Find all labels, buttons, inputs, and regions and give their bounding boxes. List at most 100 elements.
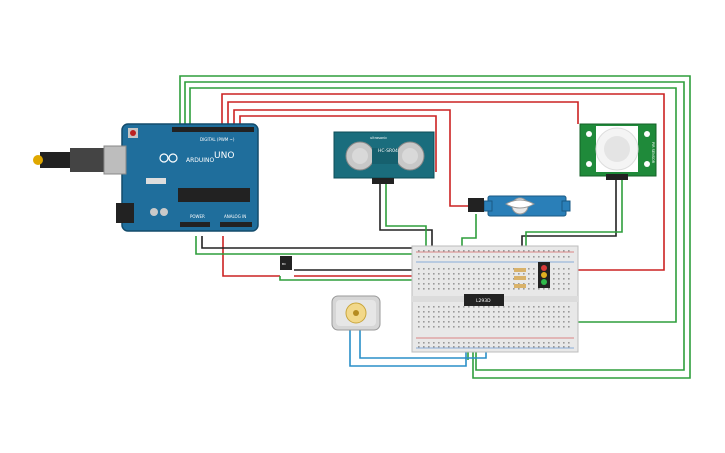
breadboard-hole <box>478 321 480 323</box>
led-yellow <box>541 272 547 278</box>
breadboard-hole <box>563 250 565 252</box>
breadboard-hole <box>448 268 450 270</box>
breadboard-hole <box>463 311 465 313</box>
breadboard-hole <box>528 288 530 290</box>
breadboard-hole <box>453 250 455 252</box>
breadboard-hole <box>513 316 515 318</box>
breadboard-hole <box>533 250 535 252</box>
breadboard-hole <box>503 283 505 285</box>
breadboard-hole <box>423 306 425 308</box>
breadboard-hole <box>558 326 560 328</box>
breadboard-hole <box>438 288 440 290</box>
analog-header <box>220 222 252 227</box>
breadboard-hole <box>453 273 455 275</box>
breadboard-hole <box>468 283 470 285</box>
top-wires <box>179 75 691 379</box>
wire-green-outer <box>179 75 691 379</box>
breadboard-hole <box>428 342 430 344</box>
breadboard-hole <box>558 311 560 313</box>
wire-red-1 <box>221 93 665 271</box>
breadboard-hole <box>448 283 450 285</box>
breadboard-hole <box>428 273 430 275</box>
breadboard-hole <box>523 326 525 328</box>
breadboard-hole <box>523 342 525 344</box>
breadboard-hole <box>418 346 420 348</box>
breadboard-hole <box>488 346 490 348</box>
breadboard-hole <box>443 278 445 280</box>
breadboard-hole <box>533 321 535 323</box>
power-jack <box>116 203 134 223</box>
breadboard-hole <box>498 321 500 323</box>
breadboard-hole <box>433 283 435 285</box>
breadboard-hole <box>498 256 500 258</box>
breadboard-hole <box>523 283 525 285</box>
pir-label: PIR SENSOR <box>651 142 655 164</box>
breadboard-hole <box>468 273 470 275</box>
breadboard-hole <box>533 268 535 270</box>
breadboard-hole <box>448 288 450 290</box>
breadboard-hole <box>538 306 540 308</box>
motor-driver-ic: L293D <box>464 294 504 306</box>
breadboard-hole <box>513 342 515 344</box>
breadboard-hole <box>478 268 480 270</box>
breadboard-hole <box>453 288 455 290</box>
breadboard-hole <box>498 250 500 252</box>
breadboard-hole <box>488 321 490 323</box>
breadboard-hole <box>483 316 485 318</box>
breadboard-hole <box>448 273 450 275</box>
wire-red-3 <box>233 109 470 207</box>
breadboard-hole <box>458 321 460 323</box>
breadboard-hole <box>483 342 485 344</box>
breadboard-hole <box>483 326 485 328</box>
breadboard-hole <box>468 342 470 344</box>
breadboard-hole <box>563 326 565 328</box>
breadboard-hole <box>538 250 540 252</box>
breadboard-hole <box>458 342 460 344</box>
breadboard-hole <box>553 311 555 313</box>
breadboard-hole <box>418 256 420 258</box>
breadboard-hole <box>473 268 475 270</box>
breadboard-hole <box>438 283 440 285</box>
usb-cable-end <box>40 152 70 168</box>
breadboard-hole <box>493 278 495 280</box>
breadboard-hole <box>463 306 465 308</box>
breadboard-hole <box>463 250 465 252</box>
breadboard-hole <box>473 316 475 318</box>
breadboard-hole <box>498 306 500 308</box>
breadboard-hole <box>483 250 485 252</box>
breadboard-hole <box>478 306 480 308</box>
breadboard-hole <box>443 311 445 313</box>
breadboard-hole <box>518 306 520 308</box>
breadboard-hole <box>478 311 480 313</box>
breadboard-hole <box>513 306 515 308</box>
breadboard-hole <box>548 346 550 348</box>
breadboard-hole <box>428 321 430 323</box>
breadboard-hole <box>443 346 445 348</box>
ultrasonic-model: HC-SR04 <box>378 148 398 154</box>
breadboard-hole <box>463 288 465 290</box>
breadboard-hole <box>458 268 460 270</box>
breadboard-hole <box>428 250 430 252</box>
breadboard-hole <box>468 256 470 258</box>
breadboard-hole <box>443 268 445 270</box>
breadboard-hole <box>458 306 460 308</box>
breadboard-hole <box>553 346 555 348</box>
breadboard-hole <box>463 268 465 270</box>
breadboard-hole <box>553 256 555 258</box>
breadboard-hole <box>423 250 425 252</box>
breadboard-hole <box>468 311 470 313</box>
breadboard-hole <box>448 278 450 280</box>
breadboard-hole <box>558 342 560 344</box>
breadboard-hole <box>423 346 425 348</box>
breadboard-hole <box>453 283 455 285</box>
breadboard-hole <box>448 342 450 344</box>
breadboard-hole <box>538 316 540 318</box>
breadboard-hole <box>563 288 565 290</box>
wire-green-6 <box>279 276 420 281</box>
breadboard-hole <box>488 256 490 258</box>
breadboard-hole <box>438 250 440 252</box>
usb-cable <box>70 148 104 172</box>
breadboard-hole <box>483 311 485 313</box>
transistor: BC <box>280 256 292 270</box>
breadboard-hole <box>458 278 460 280</box>
